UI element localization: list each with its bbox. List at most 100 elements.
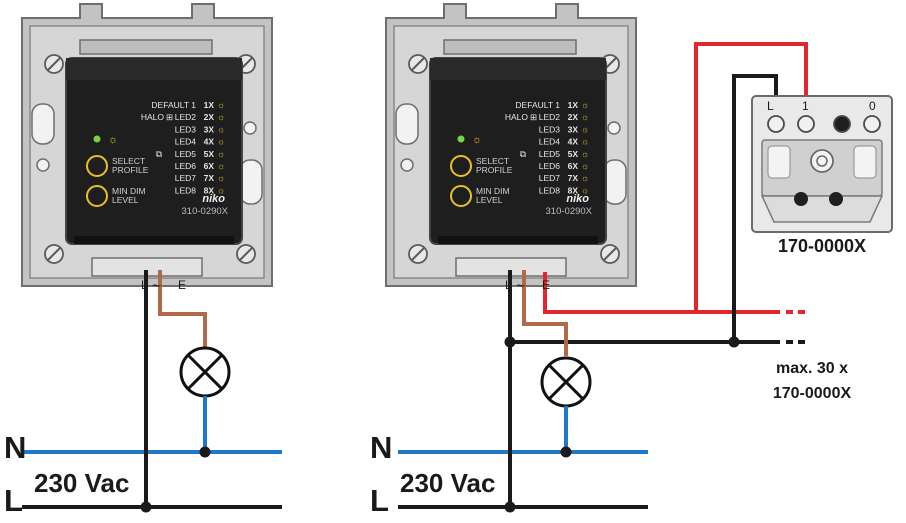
select-label-line1: SELECT: [112, 156, 145, 166]
edit-profile-icon: ⧉: [520, 149, 527, 159]
sun-icon: ☼: [472, 134, 482, 146]
profile-label: LED4: [539, 137, 561, 147]
live-junction-left: [140, 501, 152, 513]
min-dim-button[interactable]: [86, 185, 108, 207]
select-profile-button[interactable]: [86, 155, 108, 177]
profile-label: HALO: [505, 112, 529, 122]
terminal-sine-left: ~: [152, 278, 161, 295]
multiplier-label: 4X: [204, 137, 215, 147]
ext-terminal-l: L: [767, 99, 774, 113]
extension-module: L 1 0: [751, 95, 893, 233]
multiplier-label: 6X: [204, 161, 215, 171]
profile-label: LED2: [175, 112, 197, 122]
profile-led-icon: ☼: [581, 112, 589, 122]
multiplier-label: 6X: [568, 161, 579, 171]
multiplier-label: 1X: [568, 100, 579, 110]
neutral-junction-right: [560, 446, 572, 458]
profile-led-icon: ☼: [581, 124, 589, 134]
profile-label: LED7: [539, 173, 561, 183]
edit-profile-icon: ⧉: [156, 149, 163, 159]
select-profile-button[interactable]: [450, 155, 472, 177]
terminal-e-right: E: [542, 278, 550, 292]
status-led-green-icon: [93, 135, 101, 143]
multiplier-label: 2X: [568, 112, 579, 122]
profile-label: LED4: [175, 137, 197, 147]
live-junction-mid: [504, 336, 516, 348]
neutral-junction-left: [199, 446, 211, 458]
profile-label: LED7: [175, 173, 197, 183]
min-dim-button[interactable]: [450, 185, 472, 207]
max-note-line1: max. 30 x: [776, 360, 848, 377]
lamp-icon-right: [540, 356, 592, 408]
terminal-sine-right: ~: [516, 278, 525, 295]
status-led-green-icon: [457, 135, 465, 143]
multiplier-label: 3X: [204, 124, 215, 134]
profile-led-icon: ☼: [217, 173, 225, 183]
live-junction-right: [504, 501, 516, 513]
profile-label: LED3: [175, 124, 197, 134]
profile-label: DEFAULT 1: [151, 100, 196, 110]
multiplier-label: 5X: [204, 149, 215, 159]
profile-led-icon: ☼: [217, 137, 225, 147]
profile-label: DEFAULT 1: [515, 100, 560, 110]
profile-led-icon: ☼: [217, 161, 225, 171]
sun-icon: ☼: [108, 134, 118, 146]
profile-led-icon: ☼: [581, 137, 589, 147]
neutral-label-left: N: [4, 430, 26, 465]
profile-label: LED5: [539, 149, 561, 159]
profile-label: LED6: [539, 161, 561, 171]
select-label-line2: PROFILE: [112, 165, 149, 175]
terminal-screw-l: [767, 115, 785, 133]
min-dim-label-line2: LEVEL: [476, 195, 503, 205]
load-wire-left: [158, 270, 207, 348]
control-wire-red: [543, 42, 808, 314]
profile-led-icon: ☼: [217, 149, 225, 159]
profile-label: LED8: [539, 185, 561, 195]
live-wire-ext: [510, 74, 778, 344]
extension-model-label: 170-0000X: [778, 236, 866, 256]
dimmer-unit-left: [21, 3, 273, 287]
multiplier-label: 8X: [204, 185, 215, 195]
terminal-l-left: L: [141, 278, 148, 292]
terminal-e-left: E: [178, 278, 186, 292]
profile-led-icon: ☼: [581, 173, 589, 183]
dimmer-model-right: 310-0290X: [546, 206, 593, 217]
multiplier-label: 7X: [204, 173, 215, 183]
ext-terminal-1: 1: [802, 99, 809, 113]
min-dim-label-line1: MIN DIM: [476, 186, 510, 196]
profile-led-icon: ☼: [581, 185, 589, 195]
dimmer-unit-right: [385, 3, 637, 287]
profile-led-icon: ☼: [581, 161, 589, 171]
select-label-line1: SELECT: [476, 156, 509, 166]
max-note-line2: 170-0000X: [773, 385, 852, 402]
load-wire-right: [522, 270, 568, 356]
terminal-l-right: L: [505, 278, 512, 292]
min-dim-label-line1: MIN DIM: [112, 186, 146, 196]
multiplier-label: 2X: [204, 112, 215, 122]
terminal-screw-1: [797, 115, 815, 133]
profile-led-icon: ☼: [581, 149, 589, 159]
profile-led-icon: ☼: [217, 124, 225, 134]
profile-label: LED6: [175, 161, 197, 171]
profile-label: LED5: [175, 149, 197, 159]
select-label-line2: PROFILE: [476, 165, 513, 175]
terminal-screw-aux: [863, 115, 881, 133]
ext-junction: [728, 336, 740, 348]
profile-led-icon: ☼: [217, 185, 225, 195]
lamp-icon-left: [179, 346, 231, 398]
profile-led-icon: ☼: [217, 112, 225, 122]
multiplier-label: 5X: [568, 149, 579, 159]
dimmable-lamp-icon: ⊞: [166, 112, 173, 122]
neutral-label-right: N: [370, 430, 392, 465]
multiplier-label: 3X: [568, 124, 579, 134]
profile-label: LED2: [539, 112, 561, 122]
profile-led-icon: ☼: [217, 100, 225, 110]
multiplier-label: 8X: [568, 185, 579, 195]
multiplier-label: 7X: [568, 173, 579, 183]
